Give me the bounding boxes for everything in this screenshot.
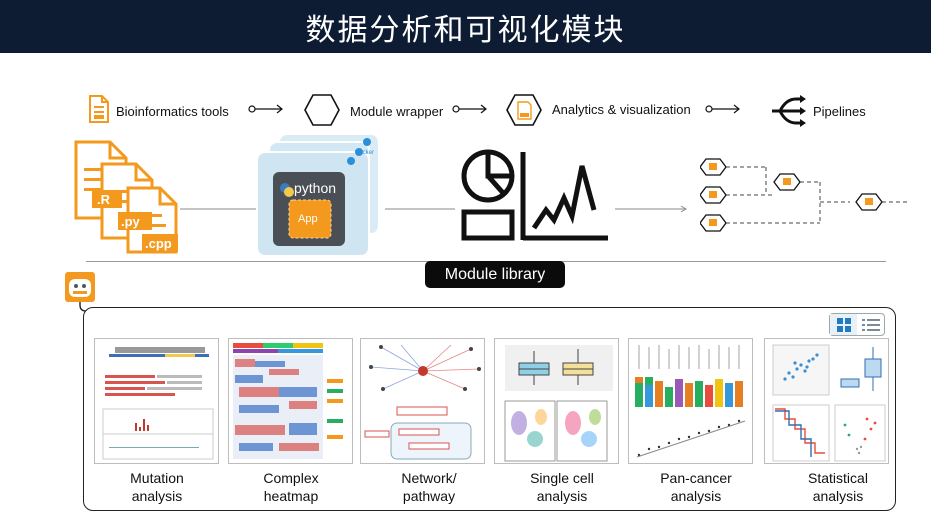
pipeline-icon: [772, 95, 806, 127]
list-icon: [861, 318, 880, 331]
module-label-mutation: Mutation analysis: [130, 470, 184, 504]
module-card-network[interactable]: [360, 338, 485, 464]
page-title: 数据分析和可视化模块: [0, 0, 931, 53]
flow-step-module-wrapper: Module wrapper: [350, 104, 444, 119]
pancancer-thumbnail: [629, 339, 752, 463]
module-label-heatmap: Complex heatmap: [263, 470, 319, 504]
files-stack-icon: [74, 140, 178, 254]
module-card-heatmap[interactable]: [228, 338, 353, 464]
flow-step-bioinformatics-tools: Bioinformatics tools: [116, 104, 229, 119]
docker-stack: [256, 133, 380, 257]
file-label-cpp: .cpp: [145, 236, 172, 251]
hexagon-icon: [304, 94, 340, 126]
flow-step-analytics: Analytics & visualization: [552, 102, 691, 117]
grid-icon: [836, 317, 851, 332]
python-label: python: [294, 180, 337, 196]
module-card-singlecell[interactable]: [494, 338, 619, 464]
file-label-r: .R: [97, 192, 110, 207]
singlecell-thumbnail: [495, 339, 618, 463]
module-label-network: Network/ pathway: [401, 470, 457, 504]
heatmap-thumbnail: [229, 339, 352, 463]
grid-view-button[interactable]: [830, 314, 857, 335]
view-toggle[interactable]: [829, 313, 885, 336]
app-label: App: [298, 213, 318, 225]
document-icon: [89, 95, 109, 123]
network-thumbnail: [361, 339, 484, 463]
module-card-mutation[interactable]: [94, 338, 219, 464]
arrow-right-icon: [452, 104, 487, 114]
module-label-singlecell: Single cell analysis: [530, 470, 594, 504]
module-label-statistical: Statistical analysis: [808, 470, 868, 504]
file-label-py: .py: [121, 214, 140, 229]
pipeline-graph: [700, 158, 910, 232]
analytics-chart-icon: [461, 149, 608, 241]
list-view-button[interactable]: [857, 314, 884, 335]
arrow-right-icon: [705, 104, 740, 114]
arrow-right-line: [615, 205, 687, 213]
analytics-hexagon-icon: [506, 94, 542, 126]
arrow-right-icon: [248, 104, 283, 114]
mutation-plot-thumbnail: [95, 339, 218, 463]
flow-step-pipelines: Pipelines: [813, 104, 866, 119]
statistical-thumbnail: [765, 339, 888, 463]
module-label-pancancer: Pan-cancer analysis: [660, 470, 732, 504]
robot-icon: [65, 272, 95, 312]
module-card-pancancer[interactable]: [628, 338, 753, 464]
module-card-statistical[interactable]: [764, 338, 889, 464]
connector-line: [385, 208, 455, 210]
docker-label: docker: [356, 150, 375, 156]
connector-line: [180, 208, 260, 210]
module-library-label: Module library: [425, 261, 565, 288]
